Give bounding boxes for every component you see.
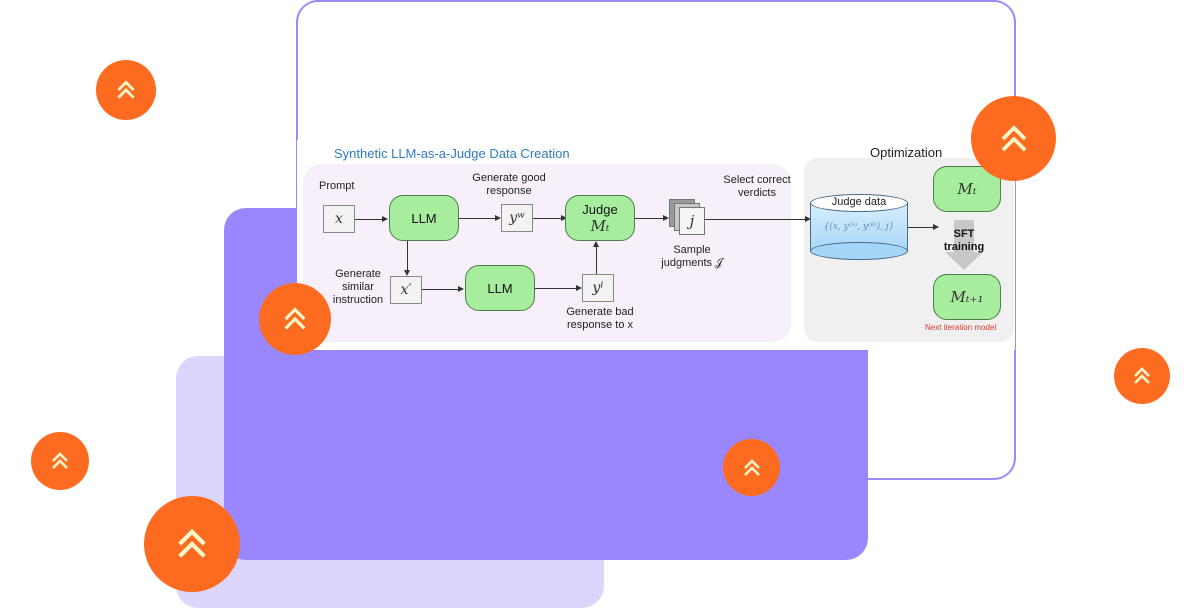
sft-arrow-shaft	[954, 220, 974, 258]
optimization-title: Optimization	[870, 145, 943, 160]
diagram-figure: Synthetic LLM-as-a-Judge Data Creation O…	[297, 140, 1015, 350]
badge-center	[723, 439, 780, 496]
arrow	[535, 288, 577, 289]
judge-node: Judge Mₜ	[565, 195, 635, 241]
prompt-label: Prompt	[319, 180, 355, 192]
arrowhead	[933, 224, 939, 230]
judge-data-database: Judge data {(x, y⁽ᴬ⁾, y⁽ᴮ⁾), j}	[810, 194, 908, 260]
llm-label: LLM	[411, 210, 437, 226]
database-top	[810, 194, 908, 212]
generate-bad-response-label: Generate bad response to x	[566, 306, 634, 331]
arrowhead	[805, 216, 811, 222]
badge-top-left	[96, 60, 156, 120]
arrowhead	[382, 216, 388, 222]
double-chevron-up-icon	[1001, 124, 1026, 151]
badge-top-right	[971, 96, 1056, 181]
sample-judgments-label: Sample judgments 𝒥	[661, 244, 723, 269]
arrowhead	[593, 241, 599, 247]
arrowhead	[458, 286, 464, 292]
arrow	[635, 218, 663, 219]
good-response-yw-node: yʷ	[501, 204, 533, 232]
arrowhead	[576, 285, 582, 291]
judge-data-formula: {(x, y⁽ᴬ⁾, y⁽ᴮ⁾), j}	[823, 222, 895, 232]
arrowhead	[663, 215, 669, 221]
double-chevron-up-icon	[52, 452, 68, 469]
arrow	[533, 218, 563, 219]
arrow	[908, 227, 934, 228]
judge-label: Judge	[582, 202, 618, 217]
double-chevron-up-icon	[117, 80, 135, 99]
arrow	[422, 289, 459, 290]
arrow	[459, 218, 495, 219]
badge-mid-left	[259, 283, 331, 355]
arrowhead	[495, 215, 501, 221]
badge-left	[31, 432, 89, 490]
select-correct-verdicts-label: Select correct verdicts	[723, 174, 791, 199]
badge-right	[1114, 348, 1170, 404]
current-model-label: Mₜ	[957, 180, 977, 198]
arrow	[407, 241, 408, 271]
double-chevron-up-icon	[284, 307, 306, 330]
judge-model-label: Mₜ	[590, 217, 610, 235]
badge-bottom-left	[144, 496, 240, 592]
generate-similar-instruction-label: Generate similar instruction	[332, 268, 384, 306]
llm-node-bottom: LLM	[465, 265, 535, 311]
bad-response-yl-node: yˡ	[582, 274, 614, 302]
judge-data-label: Judge data	[831, 196, 887, 208]
arrow	[705, 219, 809, 220]
sft-arrow-head	[945, 252, 983, 270]
double-chevron-up-icon	[1134, 367, 1150, 384]
arrowhead	[561, 215, 567, 221]
sft-training-label: SFT training	[943, 228, 985, 253]
database-bottom	[810, 242, 908, 260]
next-iteration-model-label: Next iteration model	[925, 323, 997, 332]
prompt-x-node: x	[323, 205, 355, 233]
next-model-label: Mₜ₊₁	[950, 288, 984, 306]
generate-good-response-label: Generate good response	[472, 172, 546, 197]
arrowhead	[404, 270, 410, 276]
double-chevron-up-icon	[178, 528, 206, 558]
double-chevron-up-icon	[743, 458, 760, 476]
judgment-j-node: j	[679, 207, 705, 235]
llm-node-top: LLM	[389, 195, 459, 241]
next-model-node: Mₜ₊₁	[933, 274, 1001, 320]
similar-instruction-x-prime-node: x′	[390, 276, 422, 304]
arrow	[355, 219, 382, 220]
arrow	[596, 247, 597, 274]
data-creation-panel	[303, 164, 791, 342]
llm-label: LLM	[487, 280, 513, 296]
data-creation-title: Synthetic LLM-as-a-Judge Data Creation	[334, 146, 570, 161]
